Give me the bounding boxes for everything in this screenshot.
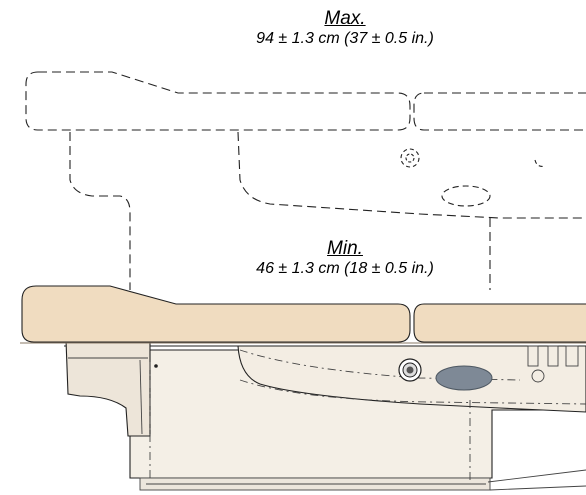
seat-cushion <box>413 303 586 343</box>
max-knob-outline <box>400 148 420 168</box>
max-base-lower-outline <box>237 131 586 219</box>
control-knob <box>398 358 422 382</box>
front-support <box>65 339 151 437</box>
min-height-value: 46 ± 1.3 cm (18 ± 0.5 in.) <box>256 260 434 277</box>
min-position-table <box>20 285 586 491</box>
max-height-value: 94 ± 1.3 cm (37 ± 0.5 in.) <box>256 30 434 47</box>
min-height-label: Min. 46 ± 1.3 cm (18 ± 0.5 in.) <box>210 238 480 278</box>
head-cushion <box>21 285 411 343</box>
lever-detail <box>527 345 579 383</box>
max-position-outline <box>25 71 586 290</box>
base-shell <box>64 345 586 413</box>
max-height-title: Max. <box>324 8 366 29</box>
foot-pad <box>435 365 493 391</box>
max-seat-cushion-outline <box>413 92 586 131</box>
min-height-title: Min. <box>327 238 363 259</box>
max-small-ring-outline <box>534 159 546 167</box>
max-base-outline <box>69 132 131 290</box>
max-height-label: Max. 94 ± 1.3 cm (37 ± 0.5 in.) <box>200 8 490 48</box>
max-head-cushion-outline <box>25 71 411 131</box>
max-footpad-outline <box>441 185 491 207</box>
